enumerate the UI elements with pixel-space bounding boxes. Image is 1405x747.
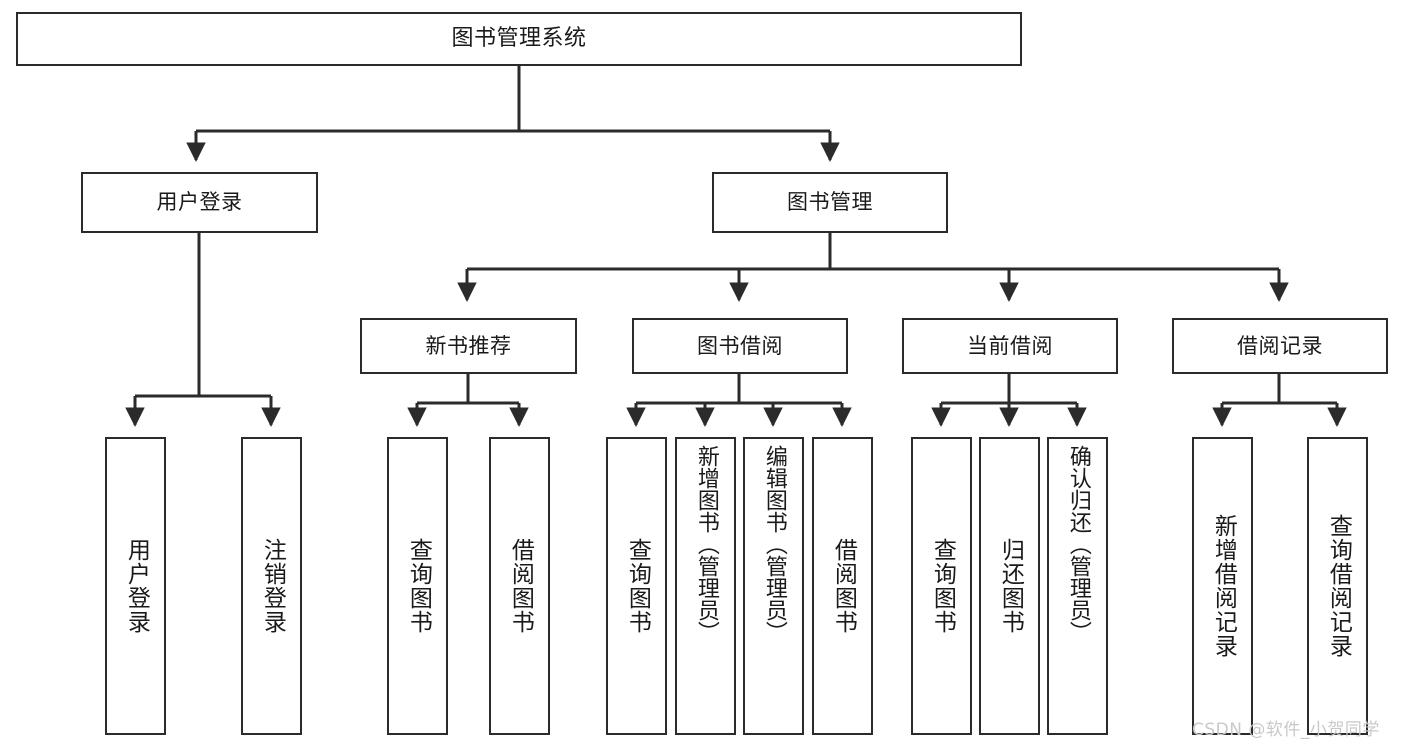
leaf-book-borrow-add[interactable]: 新增图书（管理员） — [675, 437, 736, 735]
leaf-borrow-record-query-label: 查询借阅记录 — [1325, 514, 1352, 658]
node-borrow-record[interactable]: 借阅记录 — [1172, 318, 1388, 374]
leaf-user-login-signout-label: 注销登录 — [259, 538, 286, 634]
leaf-new-book-query-label: 查询图书 — [405, 538, 432, 634]
leaf-borrow-record-add[interactable]: 新增借阅记录 — [1192, 437, 1253, 735]
leaf-current-borrow-query[interactable]: 查询图书 — [911, 437, 972, 735]
leaf-book-borrow-query-label: 查询图书 — [624, 538, 651, 634]
leaf-current-borrow-return[interactable]: 归还图书 — [979, 437, 1040, 735]
leaf-current-borrow-return-label: 归还图书 — [997, 538, 1024, 634]
leaf-user-login-signin[interactable]: 用户登录 — [105, 437, 166, 735]
leaf-book-borrow-edit-label: 编辑图书（管理员） — [761, 445, 787, 643]
leaf-book-borrow-add-label: 新增图书（管理员） — [693, 445, 719, 643]
node-current-borrow-label: 当前借阅 — [967, 333, 1053, 358]
node-new-book-recommend[interactable]: 新书推荐 — [360, 318, 577, 374]
leaf-current-borrow-confirm-label: 确认归还（管理员） — [1065, 445, 1091, 643]
node-book-management-label: 图书管理 — [787, 190, 873, 215]
node-user-login-label: 用户登录 — [156, 190, 243, 215]
node-current-borrow[interactable]: 当前借阅 — [902, 318, 1118, 374]
leaf-current-borrow-confirm[interactable]: 确认归还（管理员） — [1047, 437, 1108, 735]
node-book-management[interactable]: 图书管理 — [712, 172, 948, 233]
csdn-watermark: CSDN @软件_小贺同学 — [1192, 720, 1380, 740]
leaf-borrow-record-add-label: 新增借阅记录 — [1210, 514, 1237, 658]
node-new-book-recommend-label: 新书推荐 — [425, 333, 512, 358]
node-book-borrow[interactable]: 图书借阅 — [632, 318, 848, 374]
node-borrow-record-label: 借阅记录 — [1237, 333, 1323, 358]
leaf-book-borrow-query[interactable]: 查询图书 — [606, 437, 667, 735]
leaf-book-borrow-borrow-label: 借阅图书 — [830, 538, 857, 634]
node-root-label: 图书管理系统 — [451, 26, 587, 52]
leaf-user-login-signout[interactable]: 注销登录 — [241, 437, 302, 735]
node-user-login[interactable]: 用户登录 — [81, 172, 318, 233]
leaf-new-book-borrow-label: 借阅图书 — [507, 538, 534, 634]
leaf-current-borrow-query-label: 查询图书 — [929, 538, 956, 634]
node-book-borrow-label: 图书借阅 — [697, 333, 783, 358]
leaf-user-login-signin-label: 用户登录 — [123, 538, 150, 634]
leaf-borrow-record-query[interactable]: 查询借阅记录 — [1307, 437, 1368, 735]
leaf-book-borrow-borrow[interactable]: 借阅图书 — [812, 437, 873, 735]
leaf-book-borrow-edit[interactable]: 编辑图书（管理员） — [743, 437, 804, 735]
leaf-new-book-borrow[interactable]: 借阅图书 — [489, 437, 550, 735]
node-root[interactable]: 图书管理系统 — [16, 12, 1022, 66]
leaf-new-book-query[interactable]: 查询图书 — [387, 437, 448, 735]
